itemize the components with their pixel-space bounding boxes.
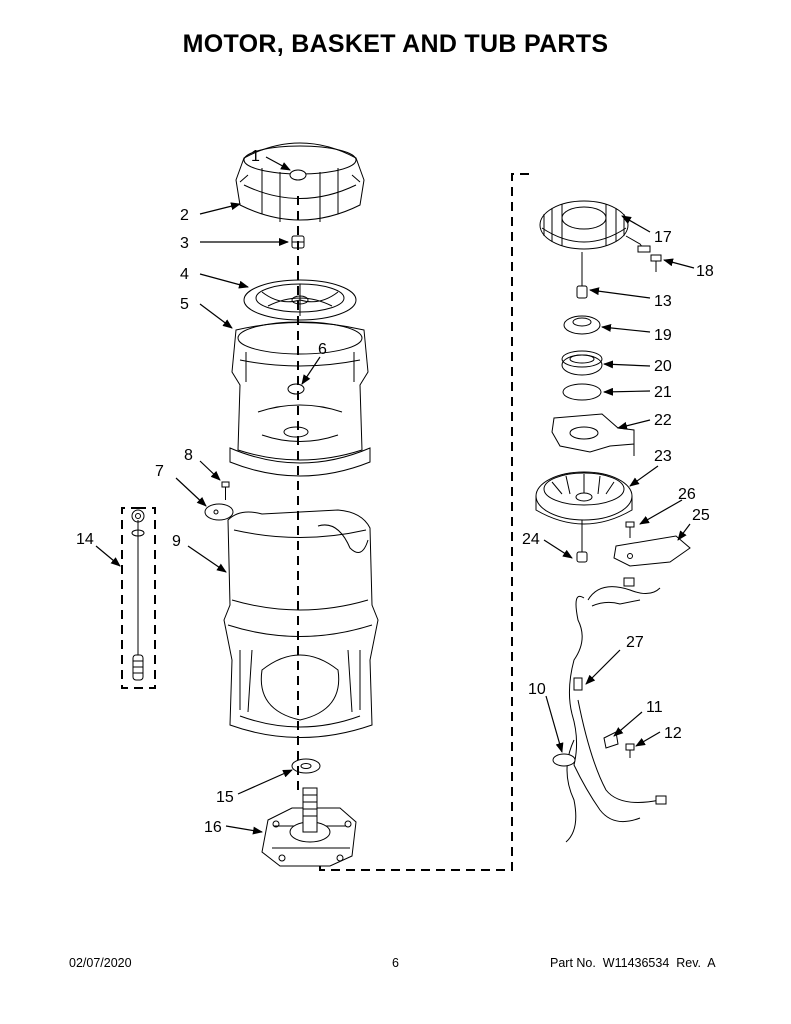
part-5-basket <box>229 321 371 477</box>
part-16-drive-assembly <box>261 787 357 867</box>
footer-date: 02/07/2020 <box>69 956 132 970</box>
part-25-shield-plate <box>613 535 691 567</box>
callout-9: 9 <box>172 533 181 550</box>
callout-8: 8 <box>184 447 193 464</box>
callout-17: 17 <box>654 229 672 246</box>
callout-7: 7 <box>155 463 164 480</box>
part-7-bracket <box>204 503 234 521</box>
callout-21: 21 <box>654 384 672 401</box>
footer-part-number: Part No. W11436534 Rev. A <box>550 956 716 970</box>
part-10-temperature-sensor <box>552 753 576 767</box>
callout-10: 10 <box>528 681 546 698</box>
part-19-bearing <box>563 315 601 335</box>
part-1-cap <box>289 169 307 181</box>
callout-22: 22 <box>654 412 672 429</box>
callout-6: 6 <box>318 341 327 358</box>
callout-19: 19 <box>654 327 672 344</box>
part-24-rotor-bolt <box>576 520 588 563</box>
callout-16: 16 <box>204 819 222 836</box>
callout-3: 3 <box>180 235 189 252</box>
callout-23: 23 <box>654 448 672 465</box>
callout-2: 2 <box>180 207 189 224</box>
part-17-stator <box>539 200 651 253</box>
part-2-balance-ring <box>235 142 365 222</box>
callout-5: 5 <box>180 296 189 313</box>
part-4-hub-plate <box>243 279 357 321</box>
callout-14: 14 <box>76 531 94 548</box>
part-20-collar <box>561 350 603 376</box>
part-8-screw <box>221 481 230 500</box>
part-21-o-ring <box>562 383 602 401</box>
footer-page-number: 6 <box>392 956 399 970</box>
motor-connection-route <box>319 173 532 871</box>
leader-lines <box>95 156 695 835</box>
part-23-rotor <box>535 471 633 525</box>
callout-13: 13 <box>654 293 672 310</box>
callout-24: 24 <box>522 531 540 548</box>
part-12-screw <box>625 743 635 758</box>
callout-25: 25 <box>692 507 710 524</box>
callout-18: 18 <box>696 263 714 280</box>
part-14-suspension-rod <box>131 509 145 681</box>
callout-26: 26 <box>678 486 696 503</box>
part-15-washer <box>291 758 321 774</box>
callout-12: 12 <box>664 725 682 742</box>
part-13-shaft-bolt <box>576 252 588 299</box>
part-26-screw <box>625 521 635 538</box>
page-title: MOTOR, BASKET AND TUB PARTS <box>182 30 609 58</box>
callout-27: 27 <box>626 634 644 651</box>
callout-11: 11 <box>646 699 663 716</box>
callout-15: 15 <box>216 789 234 806</box>
callout-20: 20 <box>654 358 672 375</box>
part-27-wire-harness <box>565 577 667 843</box>
callout-1: 1 <box>251 148 260 165</box>
part-14-group-box <box>121 507 156 689</box>
part-22-mounting-bracket <box>551 413 635 456</box>
callout-4: 4 <box>180 266 189 283</box>
part-9-outer-tub <box>223 509 379 738</box>
part-18-bolt <box>650 254 662 272</box>
